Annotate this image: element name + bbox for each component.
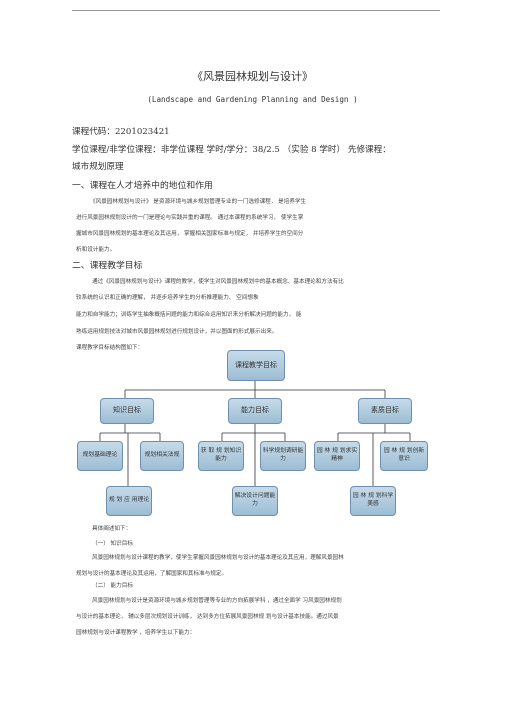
node-label: 获 取 规 划知识能力 bbox=[200, 448, 242, 462]
section1-line: 握城市风景园林规划的基本理论及其运用， 掌握相关国家标准与规定， 并培养学生的空… bbox=[76, 231, 304, 237]
section2-line: 能力和自学能力；训练学生抽象概括问题的能力和综合运用知识来分析解决问题的能力， … bbox=[76, 312, 302, 318]
node-knowledge-acquisition: 获 取 规 划知识能力 bbox=[198, 441, 244, 471]
ability-subheading: （二） 能力目标 bbox=[92, 583, 133, 589]
detail-intro: 具体阐述如下： bbox=[92, 526, 132, 532]
section2-line: 较系统的认识和正确的理解， 并逐步培养学生的分析推理能力、 空间想象 bbox=[76, 295, 259, 301]
course-meta: 学位课程/非学位课程：非学位课程 学时/学分：38/2.5 （实验 8 学时） … bbox=[72, 145, 391, 155]
node-scientific-aesthetics: 园 林 规 划科学美感 bbox=[350, 486, 396, 516]
prerequisite: 城市规划原理 bbox=[72, 162, 124, 172]
section1-heading: 一、课程在人才培养中的地位和作用 bbox=[72, 181, 213, 191]
node-label: 规划基础理论 bbox=[82, 452, 118, 459]
document-title: 《风景园林规划与设计》 bbox=[192, 70, 313, 83]
node-label: 园 林 规 划求实精神 bbox=[316, 448, 358, 462]
node-label: 园 林 规 划创新意识 bbox=[383, 448, 425, 462]
knowledge-line: 规划与设计的基本理论及其运用，了解国家和其标准与规定。 bbox=[76, 571, 228, 577]
node-innovation-awareness: 园 林 规 划创新意识 bbox=[380, 441, 428, 471]
course-code: 课程代码：2201023421 bbox=[72, 127, 170, 137]
node-label: 素质目标 bbox=[371, 406, 399, 415]
node-ability-objective: 能力目标 bbox=[228, 398, 282, 424]
section1-line: 进行风景园林规划设计的一门是理论与实践并重的课程。 通过本课程的系统学习， 使学… bbox=[76, 215, 304, 221]
node-label: 园 林 规 划科学美感 bbox=[352, 493, 394, 507]
node-label: 课程教学目标 bbox=[235, 360, 277, 369]
knowledge-line: 风景园林规划与设计课程的教学，使学生掌握风景园林规划与设计的基本理论及其应用，理… bbox=[92, 555, 344, 561]
structure-caption: 课程教学目标结构图如下： bbox=[76, 345, 144, 351]
node-knowledge-objective: 知识目标 bbox=[100, 398, 154, 424]
section1-line: 《风景园林规划与设计》 是资源环境与城乡规划管理专业的一门选修课程， 是培养学生 bbox=[90, 199, 307, 205]
node-label: 规 划 应 用理论 bbox=[108, 497, 150, 504]
node-label: 规划相关法规 bbox=[144, 452, 180, 459]
ability-line: 园林规划与设计课程教学 ，培养学生以下能力： bbox=[76, 630, 196, 636]
section2-line: 通过《风景园林规划与设计》课程的教学，使学生对风景园林规划中的基本概念、基本理论… bbox=[92, 279, 344, 285]
section1-line: 析和设计能力。 bbox=[76, 247, 116, 253]
node-realistic-spirit: 园 林 规 划求实精神 bbox=[314, 441, 360, 471]
document-subtitle: (Landscape and Gardening Planning and De… bbox=[147, 95, 358, 104]
node-applied-theory: 规 划 应 用理论 bbox=[106, 486, 152, 516]
node-planning-regulations: 规划相关法规 bbox=[140, 441, 184, 471]
node-planning-basic-theory: 规划基础理论 bbox=[77, 441, 123, 471]
node-label: 能力目标 bbox=[241, 406, 269, 415]
node-survey-ability: 科学规划调研能力 bbox=[260, 441, 306, 471]
node-course-objectives: 课程教学目标 bbox=[227, 350, 285, 381]
section2-line: 熟练运用规划技法对城市风景园林规划进行规划设计，并以图面的形式展示出来。 bbox=[76, 329, 278, 335]
section2-heading: 二、课程教学目标 bbox=[72, 261, 143, 271]
knowledge-subheading: （一） 知识目标 bbox=[92, 541, 133, 547]
ability-line: 与设计的基本理论， 辅以多层次规划设计训练， 达到多方位拓展风景园林规 划与设计… bbox=[76, 614, 339, 620]
node-label: 知识目标 bbox=[113, 406, 141, 415]
node-quality-objective: 素质目标 bbox=[358, 398, 412, 424]
ability-line: 风景园林规划与设计是资源环境与城乡规划管理等专业的方向拓展学科 ，通过全面学 习… bbox=[92, 598, 342, 604]
node-problem-solving: 解决设计问题能力 bbox=[232, 486, 278, 516]
node-label: 解决设计问题能力 bbox=[234, 493, 276, 507]
header-rule bbox=[72, 10, 440, 11]
node-label: 科学规划调研能力 bbox=[262, 448, 304, 462]
